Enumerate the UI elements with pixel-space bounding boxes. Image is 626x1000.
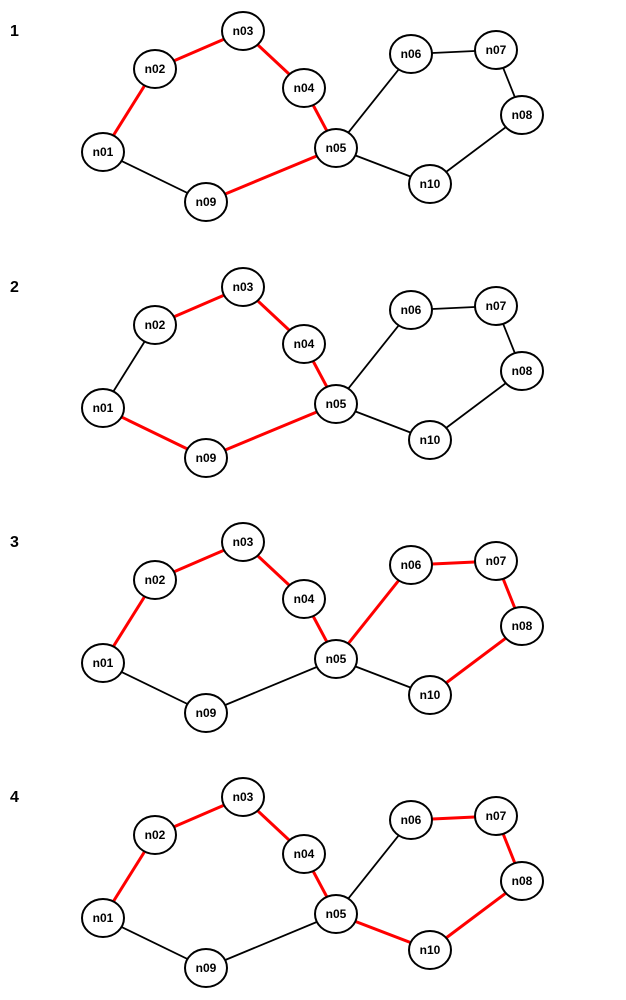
node-n07 <box>474 796 518 836</box>
node-label-n09: n09 <box>196 451 217 465</box>
node-n03 <box>221 777 265 817</box>
node-n07 <box>474 286 518 326</box>
node-label-n02: n02 <box>145 573 166 587</box>
node-label-n05: n05 <box>326 907 347 921</box>
node-n08 <box>500 95 544 135</box>
node-n08 <box>500 861 544 901</box>
node-label-n02: n02 <box>145 62 166 76</box>
node-label-n10: n10 <box>420 943 441 957</box>
node-n04 <box>282 68 326 108</box>
node-label-n10: n10 <box>420 688 441 702</box>
node-n10 <box>408 420 452 460</box>
graph-number-1: 1 <box>10 23 19 40</box>
node-n04 <box>282 834 326 874</box>
node-label-n08: n08 <box>512 364 533 378</box>
node-label-n07: n07 <box>486 554 507 568</box>
node-n03 <box>221 522 265 562</box>
node-label-n06: n06 <box>401 47 422 61</box>
node-n09 <box>184 948 228 988</box>
node-label-n10: n10 <box>420 433 441 447</box>
node-n01 <box>81 388 125 428</box>
node-n05 <box>314 384 358 424</box>
node-n07 <box>474 541 518 581</box>
node-label-n03: n03 <box>233 24 254 38</box>
node-label-n09: n09 <box>196 706 217 720</box>
node-n06 <box>389 545 433 585</box>
node-n01 <box>81 898 125 938</box>
node-n08 <box>500 351 544 391</box>
node-n01 <box>81 643 125 683</box>
graph-number-2: 2 <box>10 279 19 296</box>
node-n10 <box>408 164 452 204</box>
node-n10 <box>408 930 452 970</box>
node-label-n10: n10 <box>420 177 441 191</box>
node-label-n01: n01 <box>93 145 114 159</box>
node-n05 <box>314 894 358 934</box>
node-label-n09: n09 <box>196 195 217 209</box>
node-label-n05: n05 <box>326 652 347 666</box>
node-label-n06: n06 <box>401 303 422 317</box>
node-label-n06: n06 <box>401 558 422 572</box>
node-label-n02: n02 <box>145 318 166 332</box>
node-n03 <box>221 267 265 307</box>
graph-number-4: 4 <box>10 789 19 806</box>
node-label-n05: n05 <box>326 141 347 155</box>
node-n02 <box>133 815 177 855</box>
graph-3: 3 n01 n02 n03 n04 n05 n06 n07 n08 n09 n10 <box>10 522 544 733</box>
node-n08 <box>500 606 544 646</box>
node-n01 <box>81 132 125 172</box>
node-n09 <box>184 438 228 478</box>
node-label-n07: n07 <box>486 43 507 57</box>
node-n03 <box>221 11 265 51</box>
node-label-n01: n01 <box>93 656 114 670</box>
node-label-n04: n04 <box>294 81 315 95</box>
node-n05 <box>314 128 358 168</box>
node-label-n06: n06 <box>401 813 422 827</box>
node-label-n05: n05 <box>326 397 347 411</box>
node-label-n03: n03 <box>233 280 254 294</box>
node-label-n01: n01 <box>93 401 114 415</box>
node-label-n08: n08 <box>512 874 533 888</box>
edge-n09-n05-highlighted <box>205 402 337 460</box>
node-label-n04: n04 <box>294 847 315 861</box>
node-n06 <box>389 290 433 330</box>
edge-n09-n05 <box>205 913 337 969</box>
node-n06 <box>389 34 433 74</box>
node-label-n03: n03 <box>233 790 254 804</box>
node-label-n09: n09 <box>196 961 217 975</box>
graph-2: 2 n01 n02 n03 n04 n05 n06 n07 n08 n09 n10 <box>10 267 544 478</box>
node-label-n01: n01 <box>93 911 114 925</box>
node-n04 <box>282 579 326 619</box>
node-label-n02: n02 <box>145 828 166 842</box>
node-n02 <box>133 560 177 600</box>
node-label-n08: n08 <box>512 108 533 122</box>
node-n04 <box>282 324 326 364</box>
edge-n09-n05 <box>205 658 337 714</box>
node-n02 <box>133 305 177 345</box>
node-label-n07: n07 <box>486 299 507 313</box>
node-label-n07: n07 <box>486 809 507 823</box>
graph-number-3: 3 <box>10 534 19 551</box>
node-label-n03: n03 <box>233 535 254 549</box>
node-n06 <box>389 800 433 840</box>
node-n05 <box>314 639 358 679</box>
edge-n09-n05-highlighted <box>205 146 337 204</box>
graph-4: 4 n01 n02 n03 n04 n05 n06 n07 n08 n09 n10 <box>10 777 544 988</box>
node-n10 <box>408 675 452 715</box>
node-label-n04: n04 <box>294 592 315 606</box>
node-label-n04: n04 <box>294 337 315 351</box>
node-n02 <box>133 49 177 89</box>
node-n09 <box>184 693 228 733</box>
node-n09 <box>184 182 228 222</box>
node-n07 <box>474 30 518 70</box>
graph-1: 1 n01 n02 n03 n04 n05 n06 n07 n08 n09 n10 <box>10 11 544 222</box>
node-label-n08: n08 <box>512 619 533 633</box>
